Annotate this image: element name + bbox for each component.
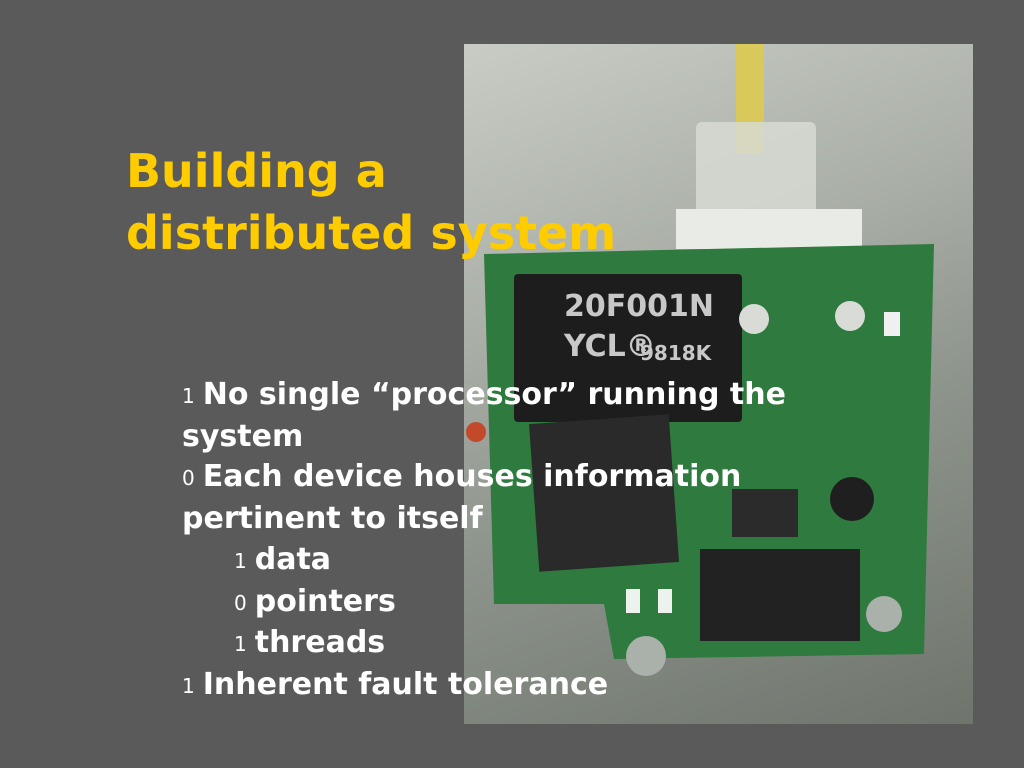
component-shape: [466, 422, 486, 442]
capacitor-shape: [830, 477, 874, 521]
screw-shape: [866, 596, 902, 632]
lan-chip-shape: [529, 414, 679, 572]
circuit-board-photo: 20F001N YCL® 9818K: [464, 44, 973, 724]
bullet-marker: 0: [182, 466, 195, 491]
slide-title-line: Building a: [126, 144, 387, 198]
chip-label-line1: 20F001N: [564, 289, 714, 324]
sub-bullet-item: 1 threads: [182, 623, 842, 665]
bullet-text: Each device houses information pertinent…: [182, 459, 742, 537]
bullet-text: pointers: [254, 583, 396, 619]
bullet-marker: 1: [182, 384, 195, 408]
bullet-text: threads: [254, 625, 386, 661]
bullet-item: 1 Inherent fault tolerance: [182, 665, 842, 707]
led-shape: [884, 312, 900, 336]
transformer-chip-shape: [514, 274, 742, 422]
mount-hole-shape: [739, 304, 769, 334]
bullet-text: No single “processor” running the system: [182, 377, 786, 454]
bullet-marker: 1: [182, 673, 195, 698]
led-shape: [626, 589, 640, 613]
bullet-marker: 0: [234, 590, 247, 615]
connector-shape: [696, 122, 816, 217]
sub-bullet-item: 1 data: [182, 540, 842, 582]
bullet-text: Inherent fault tolerance: [202, 666, 609, 702]
connector-base-shape: [676, 209, 862, 249]
chip-label-line2: YCL®: [563, 329, 656, 364]
sub-bullet-item: 0 pointers: [182, 582, 842, 624]
slide-title: Building a distributed system: [126, 140, 726, 264]
small-chip-shape: [732, 489, 798, 537]
chip-label-line3: 9818K: [640, 341, 713, 365]
screw-shape: [626, 636, 666, 676]
led-shape: [658, 589, 672, 613]
mount-hole-shape: [835, 301, 865, 331]
bullet-text: data: [254, 541, 332, 577]
slide-title-line: distributed system: [126, 206, 617, 260]
circuit-board-illustration: 20F001N YCL® 9818K: [466, 44, 934, 676]
bullet-marker: 1: [234, 632, 247, 657]
bullet-marker: 1: [234, 548, 247, 573]
logic-chip-shape: [700, 549, 860, 641]
